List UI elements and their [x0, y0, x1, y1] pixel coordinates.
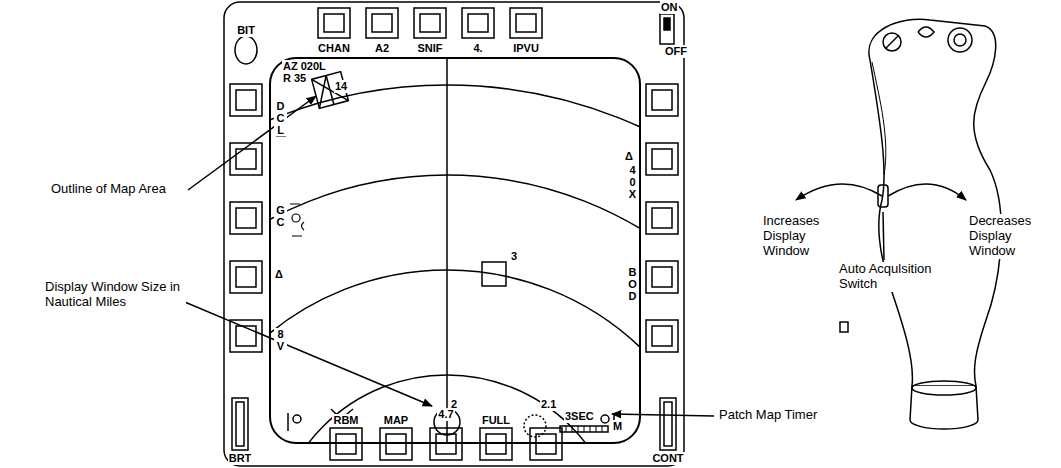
callout-label: Display Window Size in Nautical Miles — [44, 280, 186, 310]
power-switch — [660, 14, 674, 44]
bit-knob — [235, 36, 257, 64]
left-buttons — [230, 84, 262, 352]
direction-arrow — [796, 184, 882, 200]
leader-line — [180, 300, 432, 406]
right-buttons — [646, 84, 678, 352]
button-label: CONT — [651, 452, 684, 465]
button-label: 8 V — [274, 328, 287, 352]
side-button — [840, 322, 848, 332]
button-label: Δ — [274, 268, 284, 281]
range-value: 2.1 — [540, 398, 557, 411]
callout-label: Outline of Map Area — [50, 182, 167, 197]
radar-scope — [270, 58, 640, 443]
leader-line — [883, 212, 884, 260]
button-label: 4. — [472, 42, 483, 55]
button-label: BIT — [236, 24, 256, 37]
button-label: BRT — [228, 452, 253, 465]
bottom-buttons — [330, 428, 562, 460]
timer-value: 3SEC — [564, 410, 595, 423]
cont-rocker — [660, 398, 676, 450]
leader-line — [188, 96, 316, 190]
button-label: D C L — [274, 100, 287, 136]
button-label: RBM — [332, 414, 359, 427]
button-label: CHAN — [317, 42, 351, 55]
window-size: 4.7 — [437, 408, 454, 421]
target-square — [482, 262, 506, 286]
brt-rocker — [232, 398, 248, 450]
button-label: SNIF — [416, 42, 443, 55]
top-buttons — [318, 8, 542, 38]
direction-arrow — [888, 184, 966, 200]
leader-line — [612, 414, 714, 416]
map-number: 14 — [334, 80, 348, 93]
corner-symbol — [288, 413, 301, 431]
button-label: OFF — [664, 45, 688, 58]
range-readout: R 35 — [282, 72, 307, 85]
dashed-circle — [524, 415, 546, 437]
callout-label: Decreases Display Window — [968, 214, 1042, 259]
mfd-screen — [270, 58, 640, 443]
button-label: 4 0 X — [626, 164, 639, 200]
own-ship-circle — [434, 409, 460, 435]
callout-label: Auto Acqulsition Switch — [838, 262, 950, 292]
button-label: MAP — [383, 414, 409, 427]
button-label: IPVU — [512, 42, 540, 55]
button-label: FULL — [481, 414, 511, 427]
callout-label: Increases Display Window — [762, 214, 836, 259]
button-label: B O D — [626, 266, 639, 302]
button-label: Δ — [624, 150, 634, 163]
button-label: G C — [274, 204, 287, 228]
mfd-bezel — [224, 2, 684, 466]
target-number: 3 — [510, 250, 518, 263]
callout-label: Patch Map Timer — [718, 408, 818, 423]
mode-letter: M — [612, 420, 623, 433]
button-label: A2 — [374, 42, 390, 55]
map-area-outline — [312, 72, 349, 109]
timer-bar — [560, 426, 608, 432]
azimuth-readout: AZ 020L — [282, 60, 327, 73]
button-label: ON — [660, 1, 679, 14]
auto-acquisition-switch — [878, 185, 888, 207]
